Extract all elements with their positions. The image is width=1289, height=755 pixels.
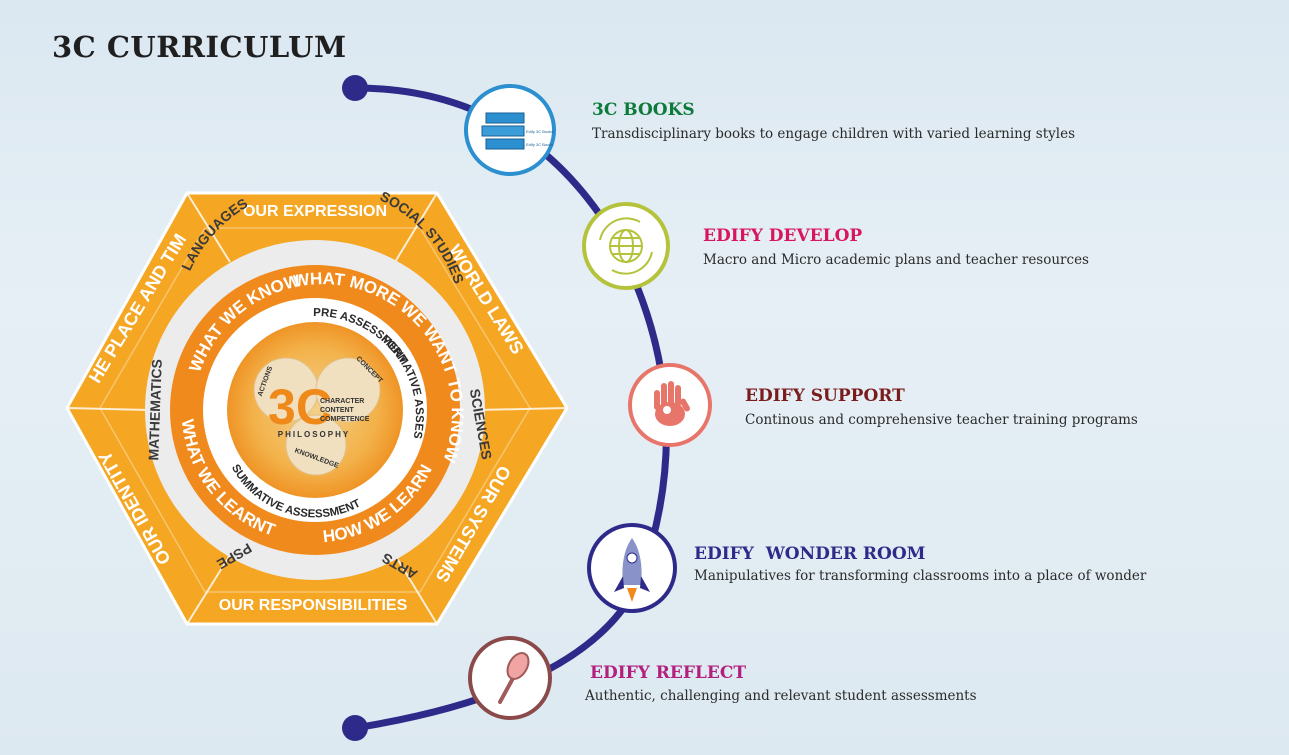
curve-start-dot	[342, 75, 368, 101]
item-books[interactable]: Edify 3C Books Edify 3C Books	[464, 84, 556, 176]
item-support[interactable]	[628, 363, 712, 447]
item-develop[interactable]	[582, 202, 670, 290]
hand-mirror-icon	[498, 652, 530, 704]
books-icon: Edify 3C Books Edify 3C Books	[481, 112, 553, 150]
globe-cycle-icon	[599, 217, 653, 275]
item-title-books[interactable]: 3C BOOKS	[592, 100, 695, 120]
item-desc-reflect: Authentic, challenging and relevant stud…	[585, 688, 977, 704]
core-line-character: CHARACTER	[320, 398, 364, 405]
book-label-1: Edify 3C Books	[526, 129, 553, 134]
hand-icon	[654, 381, 690, 426]
item-desc-books: Transdisciplinary books to engage childr…	[592, 126, 1076, 142]
core-venn: ACTIONS CONCEPT KNOWLEDGE 3C CHARACTER C…	[253, 355, 384, 476]
item-reflect[interactable]	[468, 636, 552, 720]
outer-label-bottom: OUR RESPONSIBILITIES	[219, 597, 408, 614]
rocket-icon	[614, 538, 650, 602]
page-title: 3C CURRICULUM	[52, 30, 347, 64]
outer-label-top: OUR EXPRESSION	[243, 203, 387, 220]
core-logo: 3C	[268, 379, 332, 435]
subject-mathematics: MATHEMATICS	[145, 359, 165, 461]
item-desc-wonder-room: Manipulatives for transforming classroom…	[694, 568, 1147, 584]
item-wonder-room[interactable]	[587, 523, 677, 613]
item-desc-develop: Macro and Micro academic plans and teach…	[703, 252, 1089, 268]
item-title-develop[interactable]: EDIFY DEVELOP	[703, 226, 863, 246]
item-desc-support: Continous and comprehensive teacher trai…	[745, 412, 1138, 428]
book-label-2: Edify 3C Books	[526, 142, 553, 147]
item-title-support[interactable]: EDIFY SUPPORT	[745, 386, 905, 406]
curve-end-dot	[342, 715, 368, 741]
core-line-content: CONTENT	[320, 407, 355, 414]
core-line-competence: COMPETENCE	[320, 416, 370, 423]
item-title-reflect[interactable]: EDIFY REFLECT	[590, 663, 747, 683]
item-title-wonder-room[interactable]: EDIFY WONDER ROOM	[694, 544, 926, 564]
core-philosophy: PHILOSOPHY	[278, 430, 350, 439]
